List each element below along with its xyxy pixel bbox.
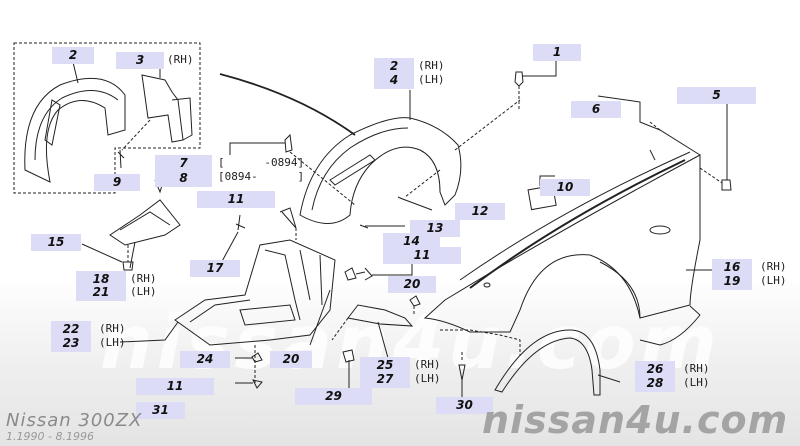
callout-16[interactable]: 16 <box>712 259 752 276</box>
callout-4[interactable]: 4 <box>374 72 414 89</box>
callout-18[interactable]: 18 <box>76 271 126 288</box>
bracket-18-drawing <box>81 179 181 271</box>
side-label: (RH) <box>99 322 126 335</box>
callout-25[interactable]: 25 <box>360 357 410 374</box>
side-label: (LH) <box>414 372 441 385</box>
callout-6[interactable]: 6 <box>571 101 621 118</box>
fender-panel-drawing <box>423 95 701 355</box>
side-label: (RH) <box>167 53 194 66</box>
model-years: 1.1990 - 8.1996 <box>6 430 94 443</box>
date-range-7: [ -0894] <box>218 156 305 169</box>
model-title: Nissan 300ZX <box>6 410 143 431</box>
callout-1[interactable]: 1 <box>533 44 581 61</box>
callout-9[interactable]: 9 <box>94 174 140 191</box>
bracket-25-drawing <box>331 295 421 392</box>
callout-17[interactable]: 17 <box>190 260 240 277</box>
arch-molding-drawing <box>494 329 621 396</box>
fender-liner-drawing <box>299 90 521 229</box>
callout-5[interactable]: 5 <box>677 87 756 104</box>
callout-22[interactable]: 22 <box>51 321 91 338</box>
callout-14[interactable]: 14 <box>383 233 440 250</box>
callout-11-bottom[interactable]: 11 <box>136 378 214 395</box>
wire-drawing <box>219 73 356 136</box>
callout-13[interactable]: 13 <box>410 220 460 237</box>
callout-2-inset[interactable]: 2 <box>52 47 94 64</box>
side-label: (LH) <box>130 285 157 298</box>
callout-3[interactable]: 3 <box>116 52 164 69</box>
callout-7[interactable]: 7 <box>155 155 212 172</box>
callout-12[interactable]: 12 <box>455 203 505 220</box>
callout-20-top[interactable]: 20 <box>388 276 436 293</box>
callout-21[interactable]: 21 <box>76 284 126 301</box>
callout-10[interactable]: 10 <box>540 179 590 196</box>
side-label: (LH) <box>683 376 710 389</box>
side-label: (LH) <box>99 336 126 349</box>
screw-5-drawing <box>721 179 732 191</box>
inset-bracket-drawing <box>117 65 193 169</box>
inset-box <box>13 42 201 194</box>
clip-30-drawing <box>458 364 466 398</box>
callout-23[interactable]: 23 <box>51 335 91 352</box>
callout-11-top[interactable]: 11 <box>197 191 275 208</box>
splash-shield-drawing <box>119 207 413 389</box>
side-label: (RH) <box>760 260 787 273</box>
inset-fender-liner-drawing <box>24 57 126 183</box>
clip-drawing <box>514 56 557 110</box>
side-label: (RH) <box>130 272 157 285</box>
callout-28[interactable]: 28 <box>635 375 675 392</box>
callout-19[interactable]: 19 <box>712 273 752 290</box>
side-label: (RH) <box>414 358 441 371</box>
callout-27[interactable]: 27 <box>360 371 410 388</box>
side-label: (RH) <box>418 59 445 72</box>
callout-20-bottom[interactable]: 20 <box>270 351 312 368</box>
date-range-8: [0894- ] <box>218 170 305 183</box>
side-label: (LH) <box>760 274 787 287</box>
callout-31[interactable]: 31 <box>136 402 185 419</box>
callout-30[interactable]: 30 <box>436 397 493 414</box>
callout-11-mid[interactable]: 11 <box>383 247 461 264</box>
bolt-drawing <box>229 133 356 206</box>
side-label: (LH) <box>418 73 445 86</box>
callout-24[interactable]: 24 <box>180 351 230 368</box>
callout-15[interactable]: 15 <box>31 234 81 251</box>
side-label: (RH) <box>683 362 710 375</box>
callout-29[interactable]: 29 <box>295 388 372 405</box>
site-watermark: nissan4u.com <box>482 398 789 442</box>
callout-2[interactable]: 2 <box>374 58 414 75</box>
callout-8[interactable]: 8 <box>155 170 212 187</box>
callout-26[interactable]: 26 <box>635 361 675 378</box>
